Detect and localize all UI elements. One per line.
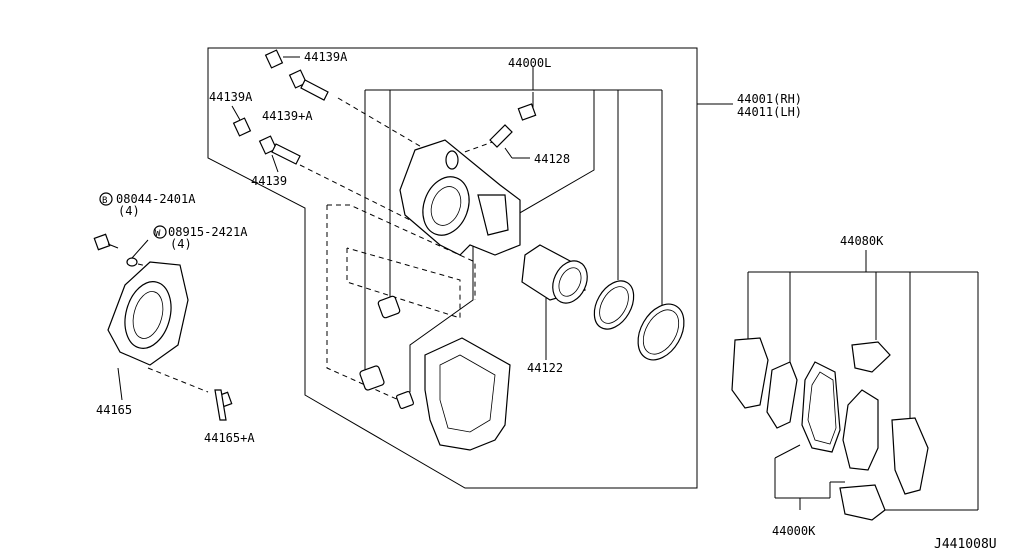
label-44165-plus: 44165+A xyxy=(204,431,255,445)
label-44000K: 44000K xyxy=(772,524,816,538)
bracket-44080K xyxy=(747,250,979,511)
brake-pad-inner xyxy=(842,389,879,471)
bolt-marker-letter: B xyxy=(102,196,107,206)
label-44011: 44011(LH) xyxy=(737,105,802,119)
shim-outer xyxy=(731,337,769,409)
shim-inner xyxy=(766,361,798,429)
label-08915-qty: (4) xyxy=(170,237,192,251)
mounting-plate-44165 xyxy=(107,261,189,401)
bolt-44139A-left xyxy=(231,105,252,137)
label-08044: 08044-2401A xyxy=(116,192,196,206)
bracket-44000K xyxy=(774,444,845,510)
brake-pad-outer xyxy=(801,361,841,453)
label-44139A-top: 44139A xyxy=(304,50,348,64)
bolt-marker-circle xyxy=(99,192,113,206)
label-44139A-plus: 44139+A xyxy=(262,109,313,123)
caliper-body xyxy=(399,139,521,256)
label-44000L: 44000L xyxy=(508,56,551,70)
washer-marker-circle xyxy=(153,225,167,239)
bolt-44165-plus xyxy=(214,389,233,421)
dashed-bushing-box xyxy=(346,247,461,319)
guide-pin-44139A-plus xyxy=(288,69,329,101)
piston-seal xyxy=(593,280,635,330)
dash-bolt-plate xyxy=(137,263,156,269)
label-44122: 44122 xyxy=(527,361,563,375)
label-44139: 44139 xyxy=(251,174,287,188)
torque-member xyxy=(424,337,511,451)
bleeder-screw-44128 xyxy=(489,92,537,159)
pad-spring-clip xyxy=(851,341,891,373)
dash-pin-upper xyxy=(337,97,431,153)
guide-pin-44139 xyxy=(258,135,301,173)
caliper-assembly-outline xyxy=(207,47,698,489)
dash-plate-bolt xyxy=(147,367,209,393)
label-44080K: 44080K xyxy=(840,234,884,248)
dashed-pin-box xyxy=(326,204,476,406)
washer-08915 xyxy=(126,257,138,267)
bolt-44139A-top xyxy=(264,49,300,69)
piston-44122 xyxy=(521,244,588,360)
bracket-44000L xyxy=(364,66,663,392)
label-44139A-left: 44139A xyxy=(209,90,253,104)
bolt-08044 xyxy=(93,233,119,251)
leader-08915 xyxy=(131,239,149,259)
pin-boot-upper xyxy=(377,295,401,319)
washer-marker-letter: W xyxy=(155,229,161,239)
pin-boot-lower xyxy=(359,365,385,391)
piston-boot xyxy=(637,303,685,361)
label-44128: 44128 xyxy=(534,152,570,166)
figure-id: J441008U xyxy=(934,537,997,552)
shim-inner-right xyxy=(891,417,929,495)
pin-boot-small xyxy=(395,390,415,410)
label-44165: 44165 xyxy=(96,403,132,417)
pad-clips xyxy=(839,484,886,521)
label-08915: 08915-2421A xyxy=(168,225,248,239)
label-44001: 44001(RH) xyxy=(737,92,802,106)
label-08044-qty: (4) xyxy=(118,204,140,218)
